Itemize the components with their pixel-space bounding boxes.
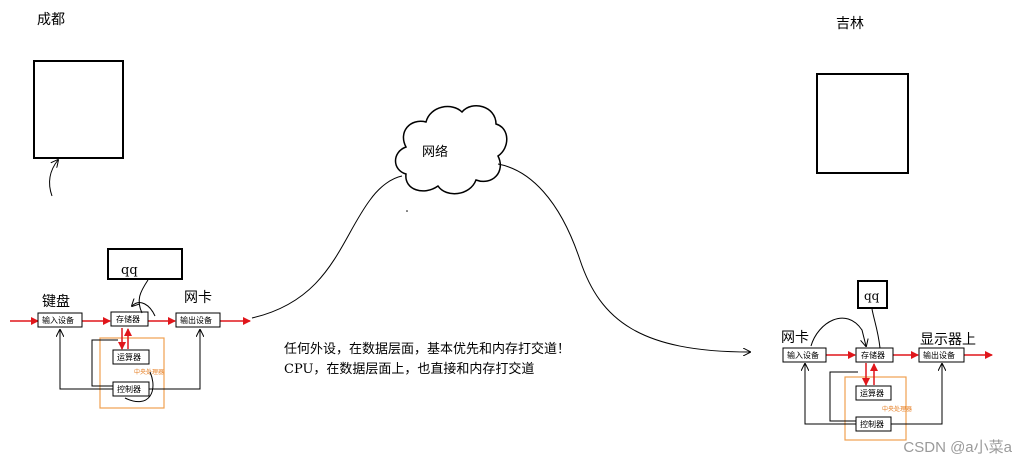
control-line-input-right [805,364,856,425]
nic-label-right: 网卡 [781,330,809,346]
alu-label-right: 运算器 [860,388,884,398]
memory-box-left [110,311,149,327]
loop-arrow-left [132,303,156,317]
output-device-label-left: 输出设备 [180,315,212,325]
qq-box-right [857,280,888,309]
output-device-label-right: 输出设备 [923,350,955,360]
scribble-left [124,371,154,403]
cpu-label-left: 中央处理器 [134,368,164,376]
control-line-memory-right [829,371,858,422]
city-label-left: 成都 [37,12,65,28]
memory-box-right [855,347,894,363]
memory-label-right: 存储器 [861,350,885,360]
input-device-box-left [37,312,83,328]
display-label: 显示器上 [920,332,976,348]
alu-box-right [855,385,892,401]
controller-label-right: 控制器 [860,419,884,429]
screen-box-left [33,60,124,159]
csdn-watermark: CSDN @a小菜a [903,439,1012,456]
qq-label-right: qq [864,289,880,303]
cpu-region-left [99,337,165,409]
network-label: 网络 [422,144,448,160]
alu-box-left [112,349,150,365]
output-device-box-right [918,347,965,363]
stray-dot [406,210,408,212]
control-line-output-left [149,330,200,390]
cpu-region-right [844,376,907,441]
control-line-memory-left [91,339,118,387]
control-line-input-left [60,330,113,390]
input-device-label-right: 输入设备 [787,350,819,360]
qq-link-right [871,308,881,349]
cpu-label-right: 中央处理器 [882,405,912,413]
alu-label-left: 运算器 [117,352,141,362]
screen-box-right [816,73,909,174]
city-label-right: 吉林 [836,16,864,32]
qq-link-left [138,279,149,314]
keyboard-label: 键盘 [42,293,70,310]
link-left-to-cloud [251,175,403,319]
nic-label-left: 网卡 [184,290,212,306]
controller-label-left: 控制器 [117,384,141,394]
control-line-output-right [891,364,942,425]
link-cloud-to-right [497,163,750,352]
input-device-label-left: 输入设备 [42,315,74,325]
qq-label-left: qq [121,263,138,278]
loop-arrow-right [810,317,866,346]
qq-box-left [107,248,183,280]
screen-cursor-stroke [49,160,58,197]
memory-label-left: 存储器 [116,314,140,324]
note-line-1: 任何外设，在数据层面，基本优先和内存打交道！ [284,341,570,357]
note-line-2: CPU，在数据层面上，也直接和内存打交道 [284,361,534,377]
network-cloud [394,105,508,195]
output-device-box-left [175,312,221,328]
input-device-box-right [782,347,827,363]
